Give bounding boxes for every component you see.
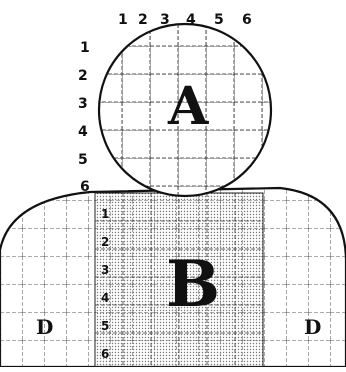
right-shoulder-letter: D [304, 315, 321, 339]
head-col-6: 6 [242, 12, 252, 28]
left-shoulder-letter: D [36, 315, 53, 339]
head-row-5: 5 [78, 152, 88, 168]
chest-row-4: 4 [101, 291, 109, 305]
head-col-5: 5 [214, 12, 224, 28]
head-col-3: 3 [160, 12, 170, 28]
chest-zone-letter: B [166, 247, 220, 322]
head-row-4: 4 [78, 124, 88, 140]
head-row-1: 1 [80, 40, 90, 56]
chest-row-6: 6 [101, 347, 109, 361]
head-col-4: 4 [186, 12, 196, 28]
head-row-numbers: 1 2 3 4 5 6 [78, 40, 90, 195]
chest-row-1: 1 [101, 207, 109, 221]
chest-row-5: 5 [101, 319, 109, 333]
head-row-2: 2 [78, 68, 88, 84]
head-row-3: 3 [78, 96, 88, 112]
chest-row-2: 2 [101, 235, 109, 249]
head-col-1: 1 [118, 12, 128, 28]
head-row-6: 6 [80, 179, 90, 195]
head-zone-letter: A [167, 76, 209, 137]
head-col-2: 2 [138, 12, 148, 28]
chest-row-3: 3 [101, 263, 109, 277]
